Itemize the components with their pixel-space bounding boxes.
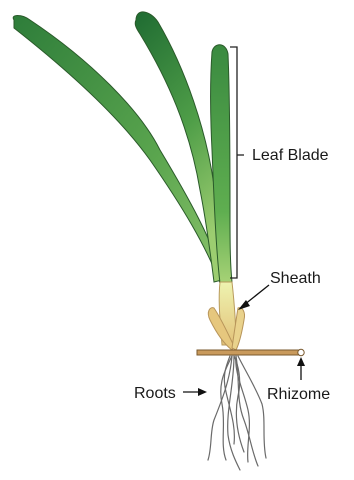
roots xyxy=(208,356,266,470)
sheath xyxy=(208,282,244,350)
label-sheath: Sheath xyxy=(270,270,321,287)
arrows xyxy=(183,285,305,396)
label-roots: Roots xyxy=(134,385,176,402)
label-rhizome: Rhizome xyxy=(267,386,330,403)
leaf-blades xyxy=(13,12,232,283)
rhizome xyxy=(197,349,304,355)
label-leaf-blade: Leaf Blade xyxy=(252,147,329,164)
sheath-arrow xyxy=(244,285,269,305)
leaf-blade-bracket xyxy=(230,47,244,278)
rhizome-tip xyxy=(298,349,304,355)
